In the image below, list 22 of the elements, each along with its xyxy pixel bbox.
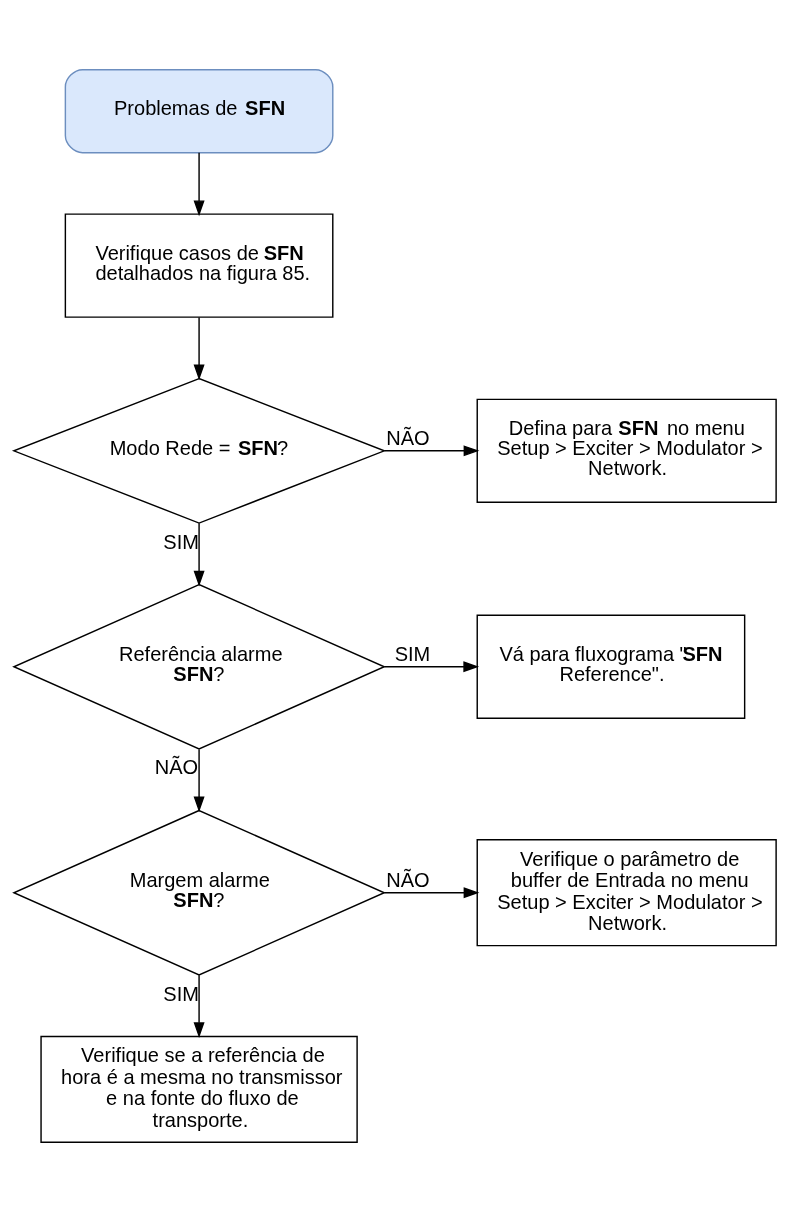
edge-label: NÃO [154, 755, 199, 778]
arrow [193, 522, 205, 587]
arrow [193, 151, 205, 216]
node-box: Verifique se a referência de hora é a mesma no transmissor e na fonte do fluxo de transporte. [40, 1035, 358, 1143]
node-diamond: Modo Rede = SFN? [11, 377, 387, 524]
arrow [383, 660, 480, 672]
node-diamond: Referência alarme SFN? [12, 583, 387, 750]
edge-label: SIM [394, 642, 431, 665]
edge-label: NÃO [386, 868, 430, 891]
arrow [383, 886, 480, 898]
node-box: Verifique casos de SFN detalhados na figura 85. [64, 212, 334, 318]
node-box: Verifique o parâmetro de buffer de Entrada no menu Setup > Exciter > Modulator > Network. [476, 838, 777, 946]
arrow [193, 748, 205, 812]
edge-label: SIM [163, 530, 199, 553]
arrow [193, 974, 205, 1038]
node-diamond: Margem alarme SFN? [12, 809, 387, 976]
arrow [383, 444, 480, 456]
node-box: Defina para SFN no menu Setup > Exciter > Modulator > Network. [476, 398, 777, 503]
arrow [193, 316, 205, 380]
edge-label: SIM [163, 982, 199, 1005]
edge-label: NÃO [386, 426, 430, 449]
node-box: Problemas de SFN [64, 68, 334, 153]
